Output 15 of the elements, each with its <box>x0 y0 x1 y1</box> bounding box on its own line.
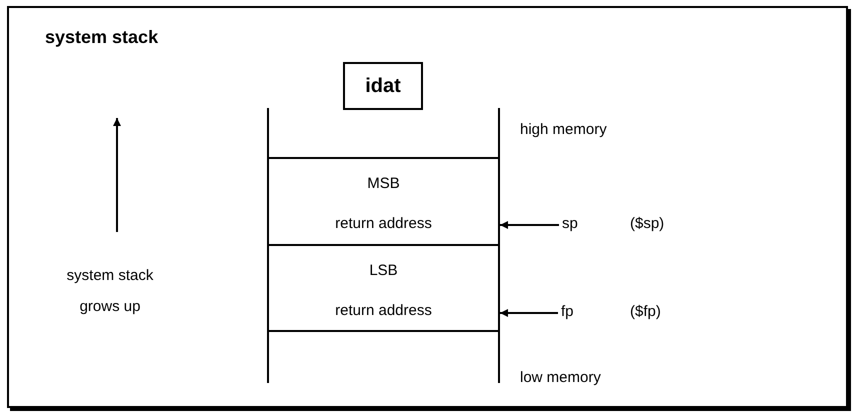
cell-text: MSB <box>366 175 401 193</box>
register-label: ($fp) <box>630 303 661 321</box>
title: system stack <box>45 27 158 48</box>
register-label: ($sp) <box>630 215 664 233</box>
cell-text: LSB <box>368 262 399 280</box>
pointer-arrow <box>500 309 558 317</box>
cell-text: return address <box>334 215 433 233</box>
pointer-arrow <box>500 221 559 229</box>
direction-note: system stack grows up <box>66 266 154 317</box>
pointer-name: fp <box>561 303 574 321</box>
pointer-name: sp <box>562 215 578 233</box>
memory-label: low memory <box>520 369 601 387</box>
label-box: idat <box>343 62 423 110</box>
memory-label: high memory <box>520 121 607 139</box>
cell-text: return address <box>334 302 433 320</box>
